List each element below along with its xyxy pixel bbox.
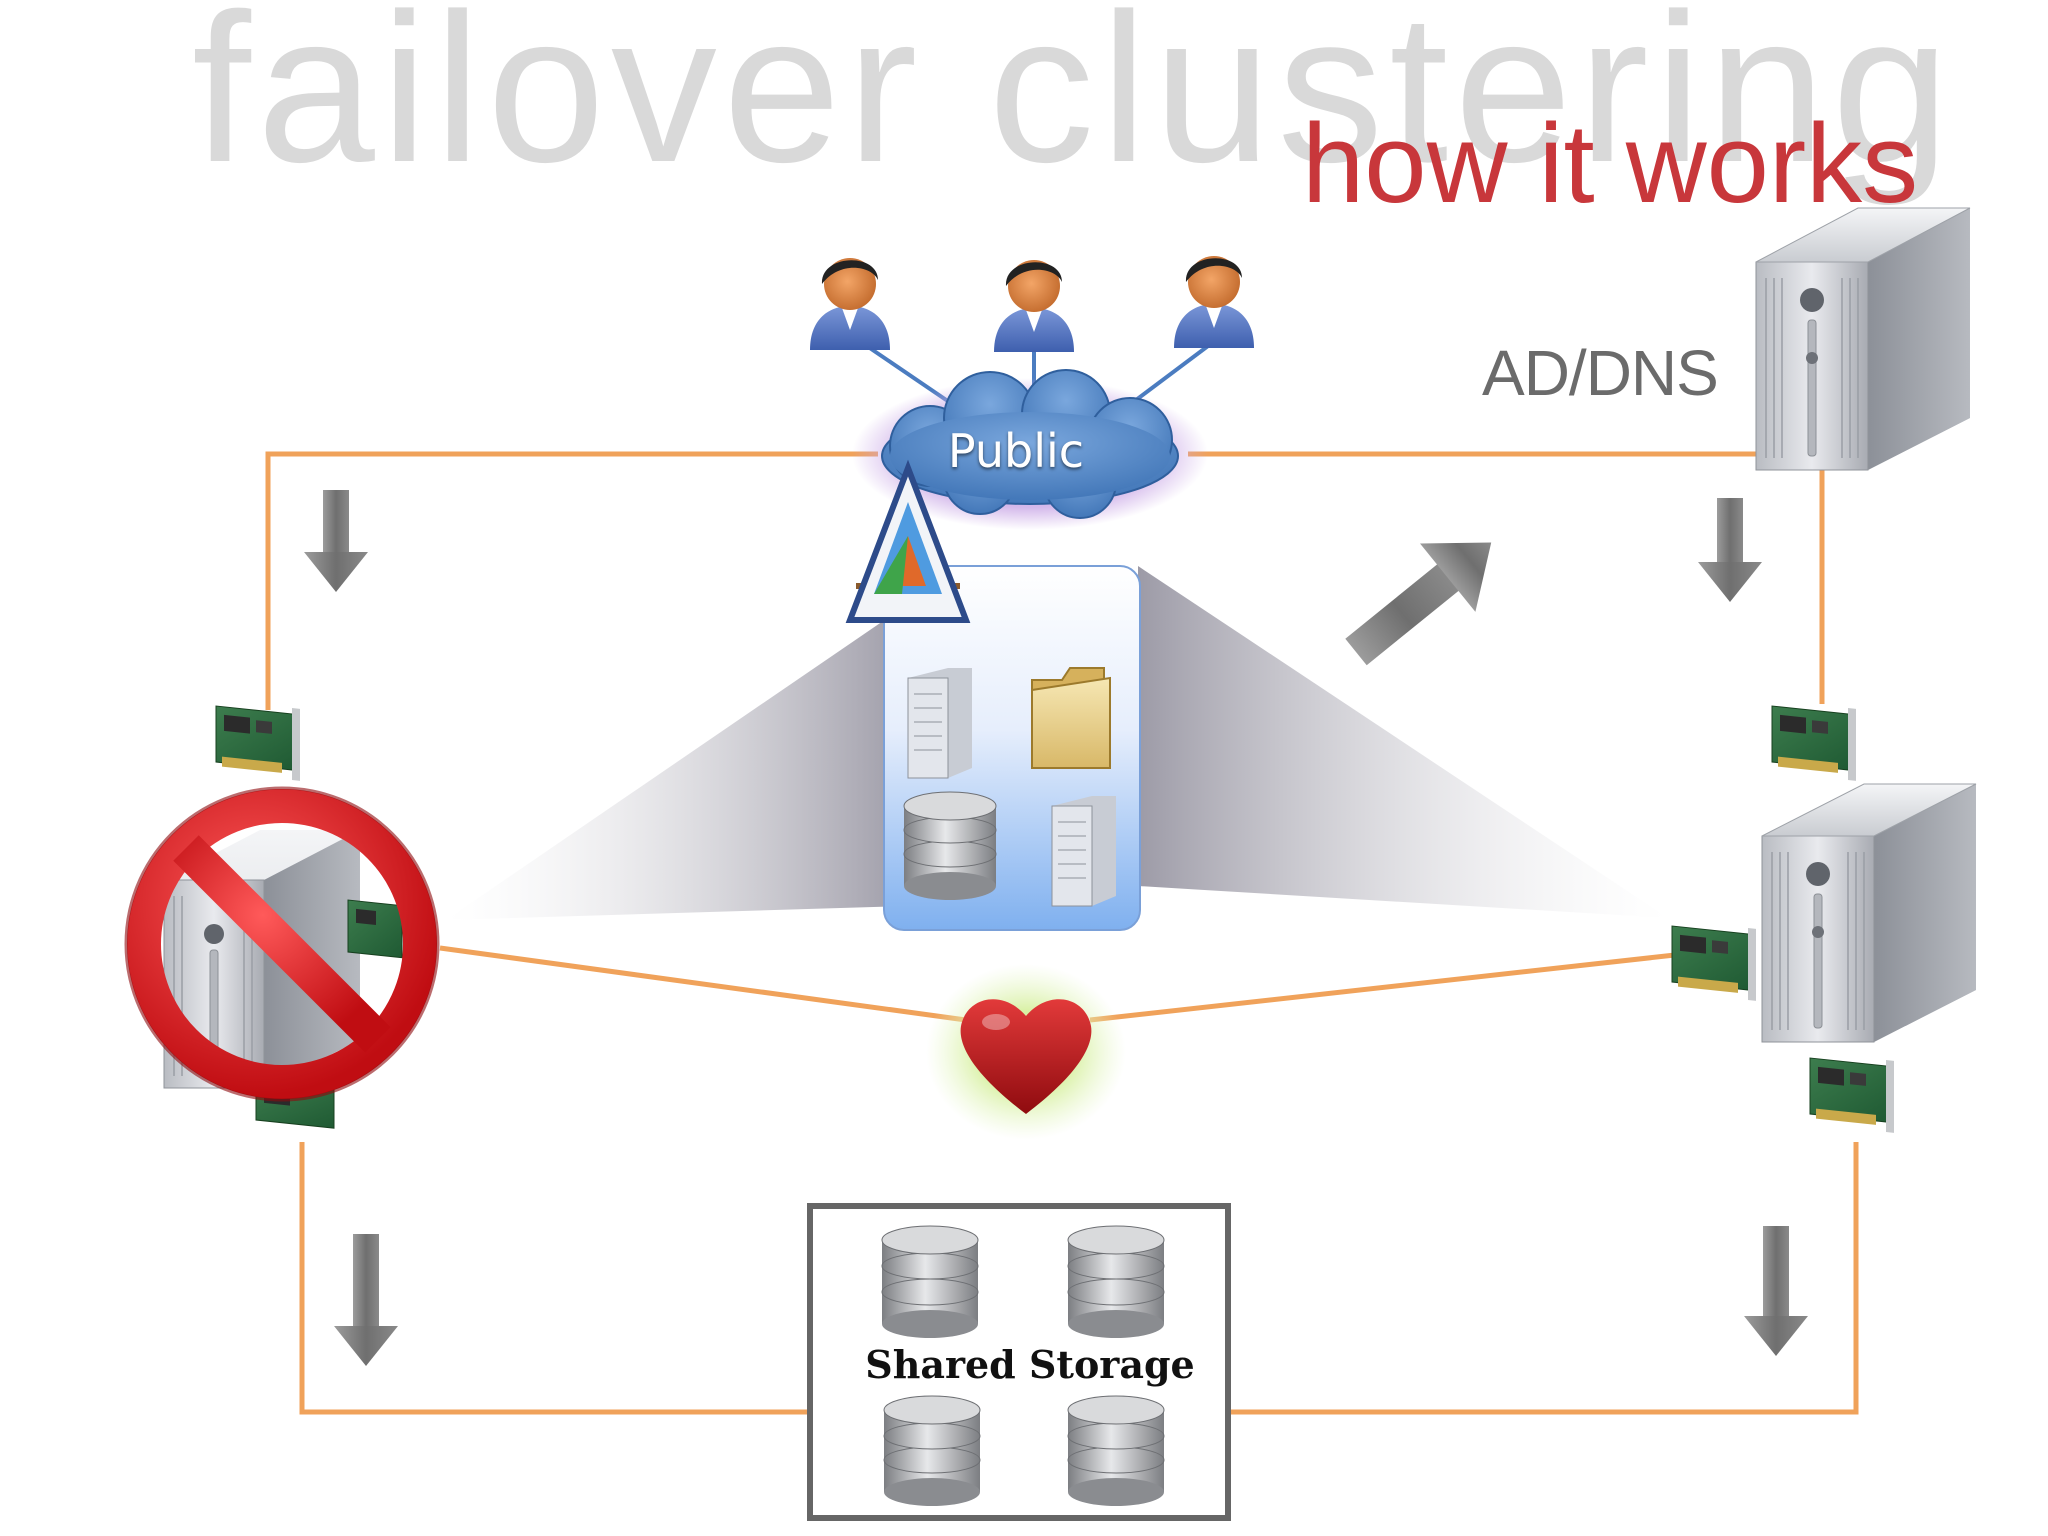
network-card-icon: [1809, 1057, 1894, 1133]
cluster-beam-left: [446, 604, 908, 920]
folder-icon: [1031, 667, 1111, 769]
server-tower-icon: [1761, 783, 1977, 1043]
prohibited-icon: [124, 786, 440, 1102]
down-arrow-icon: [334, 1234, 398, 1366]
public-network-label: Public: [947, 424, 1085, 478]
shared-storage-label: Shared Storage: [865, 1342, 1195, 1387]
network-card-icon: [347, 899, 403, 959]
network-card-icon: [215, 705, 300, 781]
network-card-icon: [1771, 705, 1856, 781]
server-tower-icon: [907, 668, 972, 779]
database-icon: [903, 791, 997, 900]
server-tower-icon: [1051, 796, 1116, 907]
heartbeat-lines: [439, 945, 1685, 1023]
user-icon: [1174, 256, 1254, 348]
user-icon: [994, 260, 1074, 352]
database-icon: [1067, 1395, 1165, 1506]
slide-title: failover clustering: [192, 0, 1956, 206]
database-icon: [883, 1395, 981, 1506]
server-tower-icon: [1755, 207, 1971, 471]
database-icon: [881, 1225, 979, 1338]
cluster-role-icon: [845, 459, 971, 623]
down-arrow-icon: [304, 490, 368, 592]
cluster-beam-right: [1138, 566, 1668, 918]
down-arrow-icon: [1744, 1226, 1808, 1356]
storage-network-lines: [299, 1142, 1859, 1415]
slide-subtitle: how it works: [1302, 101, 1919, 226]
heart-icon: [926, 964, 1126, 1140]
cloud-icon: [852, 369, 1208, 530]
up-right-arrow-icon: [1345, 542, 1492, 666]
ad-dns-label: AD/DNS: [1482, 337, 1719, 409]
down-arrow-icon: [1698, 498, 1762, 602]
user-icon: [810, 258, 890, 350]
database-icon: [1067, 1225, 1165, 1338]
cluster-role-panel: [883, 565, 1141, 931]
network-card-icon: [1671, 925, 1756, 1001]
